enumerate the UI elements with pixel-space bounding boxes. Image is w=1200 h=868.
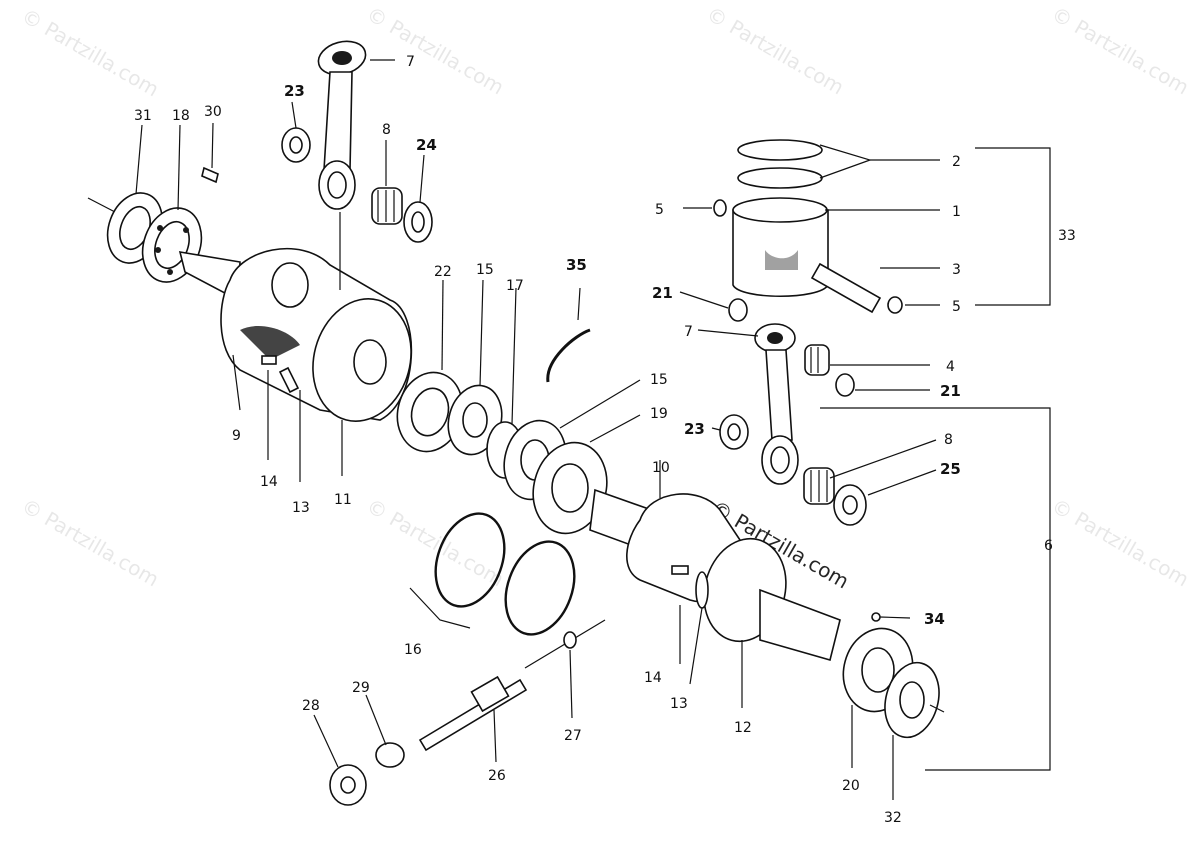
callout-34: 34	[924, 610, 945, 628]
leader-lines	[135, 59, 1051, 800]
callout-29: 29	[352, 680, 370, 696]
callout-8: 8	[944, 432, 953, 448]
watermark: © Partzilla.com	[18, 494, 164, 592]
callout-12: 12	[734, 720, 752, 736]
watermark: © Partzilla.com	[18, 4, 164, 102]
callout-13: 13	[670, 696, 688, 712]
callout-20: 20	[842, 778, 860, 794]
callout-14: 14	[644, 670, 662, 686]
callout-31: 31	[134, 108, 152, 124]
callout-21: 21	[940, 382, 961, 400]
watermark: © Partzilla.com	[1048, 2, 1194, 100]
callout-26: 26	[488, 768, 506, 784]
piston-assembly	[713, 139, 903, 314]
lower-connecting-rod	[719, 298, 867, 526]
callout-16: 16	[404, 642, 422, 658]
callout-30: 30	[204, 104, 222, 120]
watermark: © Partzilla.com	[703, 2, 849, 100]
callout-15: 15	[650, 372, 668, 388]
callout-1: 1	[952, 204, 961, 220]
callout-22: 22	[434, 264, 452, 280]
callout-17: 17	[506, 278, 524, 294]
callout-19: 19	[650, 406, 668, 422]
callout-21: 21	[652, 284, 673, 302]
upper-connecting-rod	[281, 40, 433, 290]
callout-3: 3	[952, 262, 961, 278]
callout-13: 13	[292, 500, 310, 516]
callout-labels: 7 23 8 24 31 18 30 2 5 1 33 3 5 35 21 22…	[134, 54, 1076, 826]
callout-35: 35	[566, 256, 587, 274]
callout-27: 27	[564, 728, 582, 744]
callout-5: 5	[952, 299, 961, 315]
callout-6: 6	[1044, 538, 1053, 554]
callout-25: 25	[940, 460, 961, 478]
callout-5: 5	[655, 202, 664, 218]
callout-18: 18	[172, 108, 190, 124]
pump-drive-shaft	[329, 619, 606, 806]
callout-2: 2	[952, 154, 961, 170]
callout-32: 32	[884, 810, 902, 826]
callout-10: 10	[652, 460, 670, 476]
callout-4: 4	[946, 359, 955, 375]
callout-9: 9	[232, 428, 241, 444]
callout-23: 23	[684, 420, 705, 438]
callout-33: 33	[1058, 228, 1076, 244]
callout-7: 7	[684, 324, 693, 340]
watermark: © Partzilla.com	[1048, 494, 1194, 592]
callout-8: 8	[382, 122, 391, 138]
center-bearings	[396, 328, 608, 636]
callout-15: 15	[476, 262, 494, 278]
callout-28: 28	[302, 698, 320, 714]
watermark: © Partzilla.com	[363, 2, 509, 100]
callout-23: 23	[284, 82, 305, 100]
callout-14: 14	[260, 474, 278, 490]
callout-7: 7	[406, 54, 415, 70]
callout-24: 24	[416, 136, 437, 154]
callout-11: 11	[334, 492, 352, 508]
right-crankshaft-half	[589, 488, 945, 739]
